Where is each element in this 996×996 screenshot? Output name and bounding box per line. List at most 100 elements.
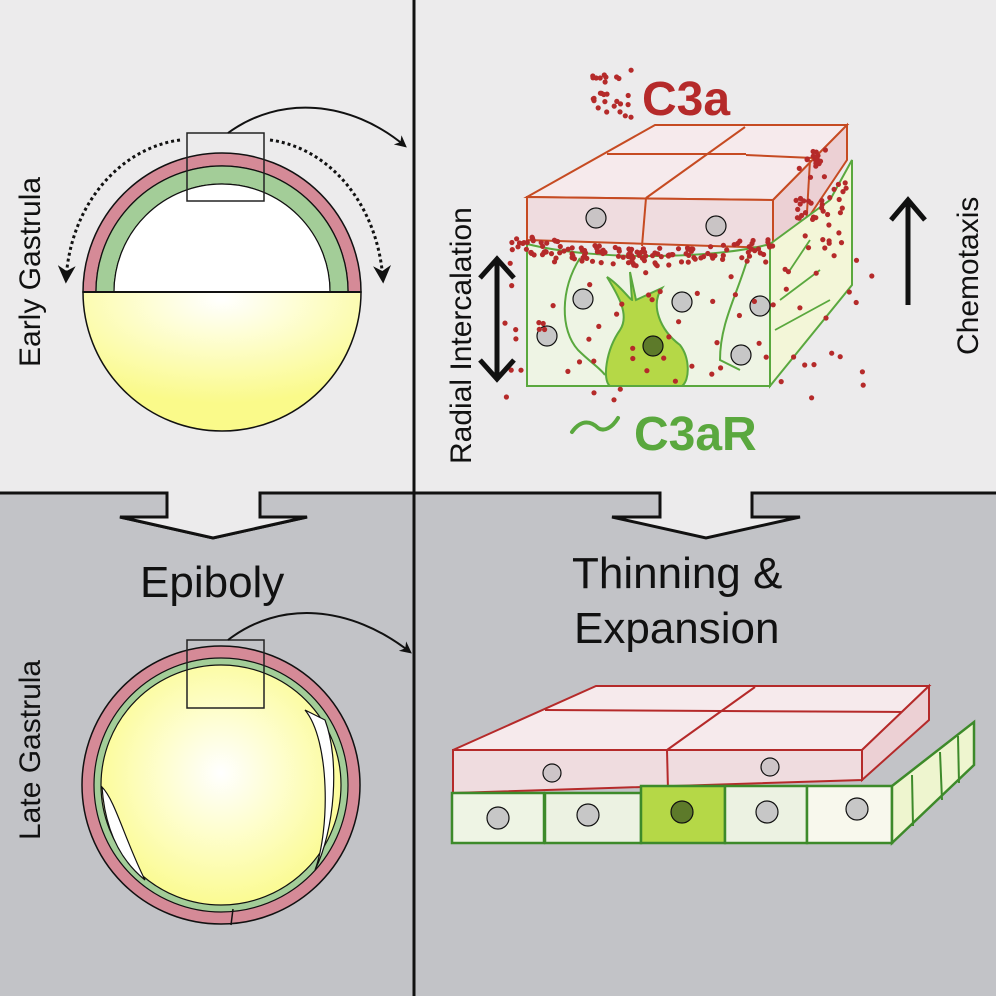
c3a-particle: [626, 251, 632, 257]
evl-side-face: [772, 122, 848, 250]
deep-nucleus: [730, 344, 752, 366]
c3a-particle: [689, 363, 695, 369]
c3a-particle: [641, 258, 648, 264]
c3a-particle: [509, 247, 515, 253]
c3a-particle: [594, 245, 600, 251]
c3a-particle: [826, 222, 832, 228]
c3a-particle: [838, 240, 845, 246]
c3a-particle: [837, 210, 844, 216]
deep-nucleus: [671, 291, 693, 313]
c3a-particle: [643, 270, 649, 276]
c3a-particle: [586, 336, 592, 342]
c3a-particle: [692, 256, 698, 262]
c3a-particle: [746, 253, 753, 259]
deep-nucleus: [572, 288, 594, 310]
c3a-particle: [589, 258, 596, 264]
c3a-particle: [561, 248, 567, 254]
c3a-particle: [827, 195, 833, 201]
c3a-particle: [657, 288, 663, 295]
c3a-particle: [550, 303, 556, 309]
deep-nucleus: [536, 325, 558, 347]
c3a-particle: [638, 249, 644, 256]
c3a-particle: [807, 174, 814, 180]
c3a-particle: [739, 255, 745, 261]
c3a-particle: [701, 254, 707, 260]
migrating-cell-nucleus: [642, 335, 664, 357]
c3a-particle: [737, 238, 743, 244]
yolk-cell: [100, 664, 342, 906]
c3a-particle: [579, 258, 585, 264]
c3a-particle: [551, 237, 558, 243]
c3a-particle: [720, 252, 726, 259]
c3a-particle: [530, 238, 536, 244]
c3a-particle: [507, 260, 513, 266]
c3a-particle: [666, 334, 672, 340]
c3a-particle: [614, 311, 620, 317]
c3a-particle: [750, 237, 756, 244]
c3a-particle: [859, 369, 866, 375]
c3a-particle: [756, 340, 762, 346]
deep-nucleus: [749, 295, 771, 317]
c3a-particle: [540, 243, 546, 249]
c3a-particle: [826, 240, 832, 246]
c3a-particle: [614, 98, 620, 104]
c3a-particle: [628, 114, 634, 120]
c3a-particle: [785, 269, 792, 275]
c3a-particle: [805, 245, 812, 251]
c3a-particle: [630, 355, 636, 362]
c3a-particle: [794, 215, 801, 221]
c3a-particle: [675, 246, 682, 252]
zoom-box: [186, 639, 265, 709]
c3a-particle: [802, 233, 808, 239]
c3a-particle: [587, 282, 593, 288]
c3a-particle: [516, 240, 523, 246]
chemotaxis-arrow: [889, 196, 927, 305]
c3a-particle: [543, 249, 549, 255]
c3a-particle: [720, 242, 727, 248]
c3a-particle: [853, 299, 859, 306]
c3a-particle: [840, 189, 846, 195]
c3a-particle: [709, 371, 715, 377]
c3a-particle: [797, 201, 803, 207]
c3a-particle: [813, 163, 819, 169]
c3a-particle: [683, 251, 689, 257]
c3a-particle: [590, 73, 596, 79]
deep-nucleus: [576, 803, 600, 827]
c3a-particle: [797, 305, 803, 311]
c3a-particle: [630, 345, 636, 351]
c3a-particle: [509, 239, 515, 246]
c3a-particle: [595, 105, 601, 111]
c3a-particle: [615, 253, 622, 259]
c3a-particle: [853, 257, 860, 263]
c3a-particle: [795, 206, 801, 212]
early-gastrula-embryo: [57, 106, 407, 432]
c3a-particle: [835, 181, 842, 187]
c3a-particle: [582, 247, 588, 254]
c3a-particle: [628, 67, 634, 73]
c3a-particle: [685, 259, 691, 265]
chemotaxis-label: Chemotaxis: [952, 197, 985, 355]
c3a-particle: [617, 101, 624, 107]
c3a-particle: [805, 198, 812, 204]
c3a-particle: [540, 320, 546, 327]
c3a-particle: [821, 174, 828, 180]
c3a-particle: [839, 205, 845, 211]
evl-front-face: [526, 195, 774, 250]
c3a-particle: [565, 246, 571, 252]
c3a-particle: [694, 290, 700, 296]
early-gastrula-label: Early Gastrula: [14, 177, 47, 367]
c3a-particle: [514, 236, 520, 242]
evl-nucleus: [585, 207, 607, 229]
c3a-particle: [843, 185, 849, 191]
c3a-particle: [810, 153, 816, 159]
c3a-particle: [582, 252, 588, 258]
c3a-particle: [676, 319, 682, 325]
c3a-particle: [591, 358, 597, 364]
c3a-particle: [809, 395, 815, 401]
c3a-particle: [597, 75, 603, 81]
late-gastrula-embryo: [81, 612, 412, 926]
c3a-particle: [783, 286, 789, 292]
c3a-particle: [763, 259, 769, 265]
c3a-particle: [731, 242, 737, 248]
evl-nucleus: [760, 757, 780, 777]
